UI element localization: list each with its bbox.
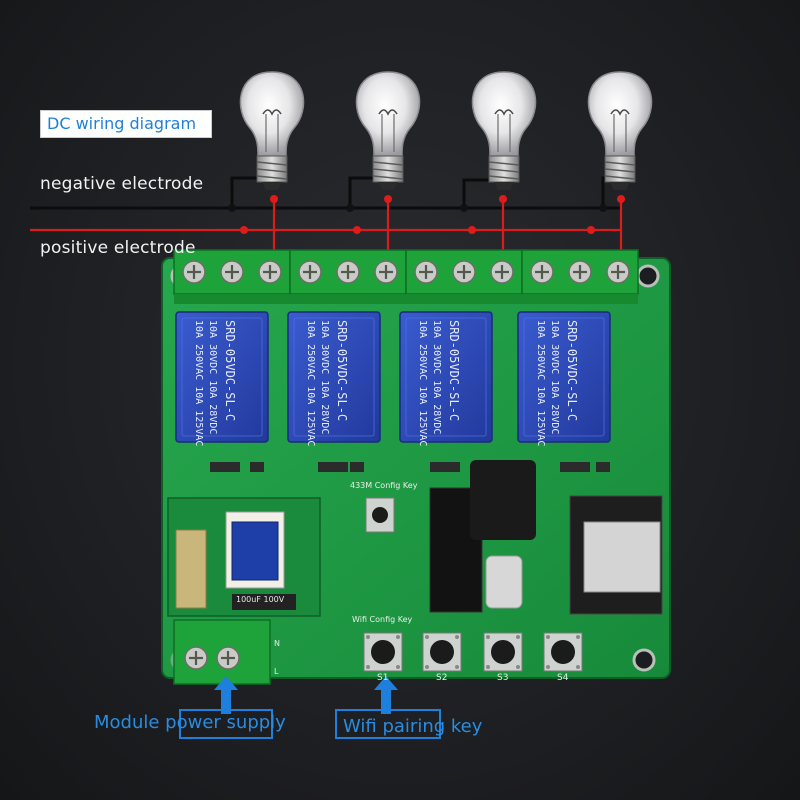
- svg-text:SRD-05VDC-SL-C: SRD-05VDC-SL-C: [223, 320, 237, 421]
- arrow-up-icon: [214, 676, 238, 714]
- negative-junction-dots: [228, 204, 607, 212]
- light-bulb-icon: [587, 71, 653, 191]
- s3-button[interactable]: [483, 632, 523, 672]
- wifi-pairing-key-label: Wifi pairing key: [343, 716, 483, 737]
- svg-text:10A 250VAC 10A 125VAC: 10A 250VAC 10A 125VAC: [193, 320, 204, 446]
- svg-text:SRD-05VDC-SL-C: SRD-05VDC-SL-C: [565, 320, 579, 421]
- light-bulb-icon: [355, 71, 421, 191]
- power-terminal-block: [173, 619, 271, 685]
- relay-terminal-block: [288, 248, 408, 306]
- relay-label: 10A 250VAC 10A 125VAC 10A 30VDC 10A 28VD…: [193, 320, 237, 446]
- diagram-title-badge: DC wiring diagram: [40, 110, 212, 138]
- capacitor-label: 100uF 100V: [236, 595, 285, 604]
- s1-button[interactable]: [363, 632, 403, 672]
- silk-s3: S3: [497, 673, 508, 683]
- negative-wire: [30, 176, 620, 210]
- light-bulb-icon: [471, 71, 537, 191]
- silk-433-config: 433M Config Key: [350, 481, 418, 490]
- relay-label: 10A 250VAC 10A 125VAC 10A 30VDC 10A 28VD…: [305, 320, 349, 446]
- module-power-supply-label: Module power supply: [94, 712, 286, 733]
- relay: [399, 311, 493, 443]
- arrow-up-icon: [374, 676, 398, 714]
- relay: [287, 311, 381, 443]
- svg-text:10A 30VDC 10A 28VDC: 10A 30VDC 10A 28VDC: [549, 320, 560, 434]
- relay-terminal-block: [520, 248, 640, 306]
- svg-text:10A 30VDC 10A 28VDC: 10A 30VDC 10A 28VDC: [431, 320, 442, 434]
- silk-pin-n: N: [274, 639, 280, 648]
- wifi-callout-box: [335, 709, 441, 739]
- s4-button[interactable]: [543, 632, 583, 672]
- svg-text:10A 250VAC 10A 125VAC: 10A 250VAC 10A 125VAC: [535, 320, 546, 446]
- silk-s4: S4: [557, 673, 569, 683]
- silk-s1: S1: [377, 673, 388, 683]
- relay-label: 10A 250VAC 10A 125VAC 10A 30VDC 10A 28VD…: [535, 320, 579, 446]
- silk-pin-l: L: [274, 667, 279, 676]
- junction-dots: [240, 195, 625, 234]
- svg-text:10A 30VDC 10A 28VDC: 10A 30VDC 10A 28VDC: [207, 320, 218, 434]
- relay: [175, 311, 269, 443]
- negative-electrode-label: negative electrode: [40, 174, 204, 194]
- power-callout-box: [179, 709, 273, 739]
- svg-text:SRD-05VDC-SL-C: SRD-05VDC-SL-C: [335, 320, 349, 421]
- silk-wifi-config: Wifi Config Key: [352, 615, 413, 624]
- svg-text:10A 30VDC 10A 28VDC: 10A 30VDC 10A 28VDC: [319, 320, 330, 434]
- positive-electrode-label: positive electrode: [40, 238, 196, 258]
- relay-module-board: [161, 248, 671, 739]
- rf-433-module: [429, 460, 536, 613]
- svg-text:SRD-05VDC-SL-C: SRD-05VDC-SL-C: [447, 320, 461, 421]
- relay-label: 10A 250VAC 10A 125VAC 10A 30VDC 10A 28VD…: [417, 320, 461, 446]
- wifi-module: [569, 495, 663, 615]
- light-bulb-icon: [239, 71, 305, 191]
- svg-text:10A 250VAC 10A 125VAC: 10A 250VAC 10A 125VAC: [305, 320, 316, 446]
- silk-s2: S2: [436, 673, 447, 683]
- svg-text:10A 250VAC 10A 125VAC: 10A 250VAC 10A 125VAC: [417, 320, 428, 446]
- relay-terminal-block: [404, 248, 524, 306]
- relay-terminal-block: [172, 248, 292, 306]
- 433-config-button[interactable]: [365, 497, 395, 533]
- relay: [517, 311, 611, 443]
- power-supply-module: [167, 497, 321, 617]
- s2-button[interactable]: [422, 632, 462, 672]
